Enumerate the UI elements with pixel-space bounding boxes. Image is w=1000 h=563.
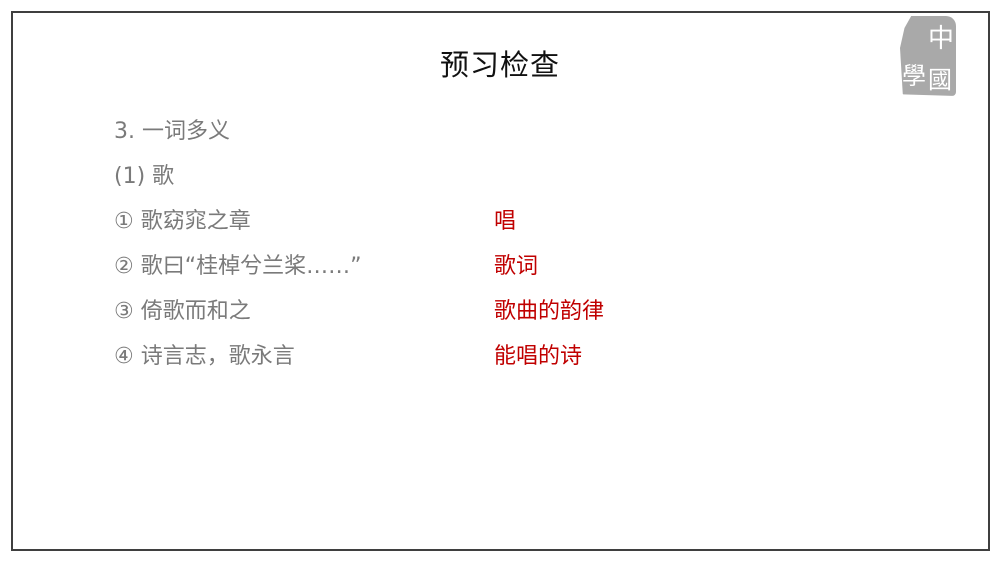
seal-logo-icon: 中 學 國	[900, 16, 956, 96]
section-heading: 3. 一词多义	[114, 119, 230, 144]
seal-char-3: 學	[902, 62, 926, 90]
item-1-text: ① 歌窈窕之章	[114, 209, 251, 234]
slide-frame	[11, 11, 990, 551]
item-4-answer: 能唱的诗	[494, 344, 583, 369]
sub-heading: (1) 歌	[114, 164, 175, 189]
slide-title: 预习检查	[439, 48, 560, 82]
seal-char-2: 國	[928, 66, 952, 94]
item-4-text: ④ 诗言志，歌永言	[114, 344, 295, 369]
item-3-text: ③ 倚歌而和之	[114, 299, 251, 324]
item-3-answer: 歌曲的韵律	[494, 299, 605, 324]
item-2-text: ② 歌曰“桂棹兮兰桨……”	[114, 254, 362, 279]
item-2-answer: 歌词	[494, 254, 539, 279]
item-1-answer: 唱	[494, 209, 517, 234]
seal-char-1: 中	[928, 24, 955, 54]
